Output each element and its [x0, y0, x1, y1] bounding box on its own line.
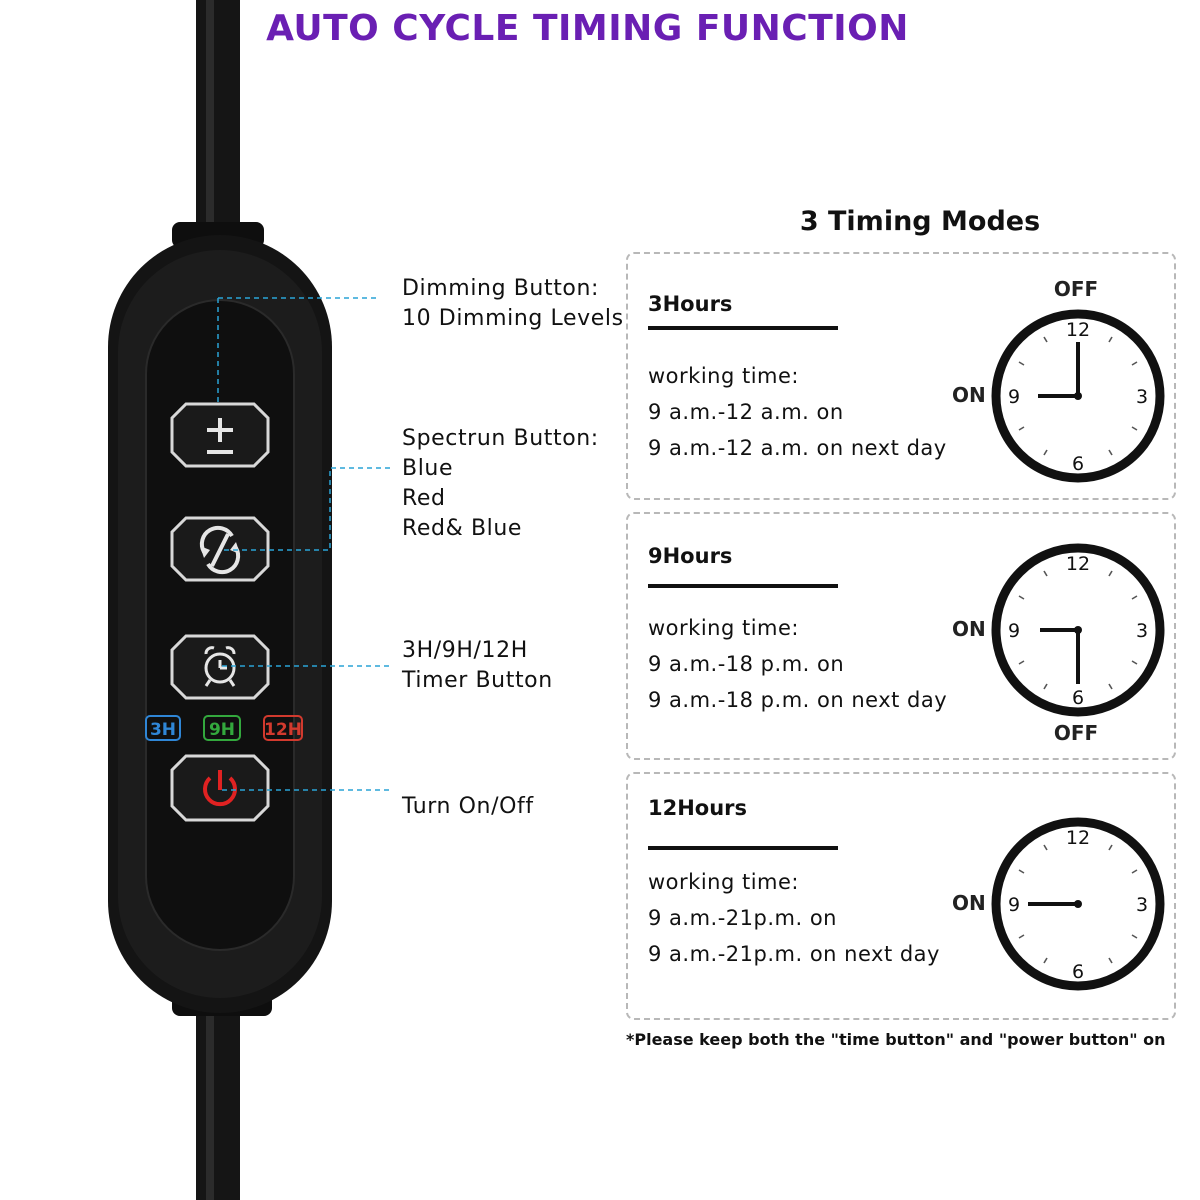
svg-text:3H: 3H — [150, 720, 176, 740]
svg-text:12: 12 — [1066, 553, 1090, 575]
modes-heading: 3 Timing Modes — [799, 206, 1041, 237]
svg-text:9: 9 — [1008, 620, 1020, 642]
svg-text:6: 6 — [1072, 687, 1084, 709]
svg-text:12: 12 — [1066, 827, 1090, 849]
mode-panel-12h: 12Hours working time: 9 a.m.-21p.m. on 9… — [626, 772, 1176, 1020]
callout-timer: 3H/9H/12H Timer Button — [402, 636, 553, 696]
footnote: *Please keep both the "time button" and … — [626, 1030, 1166, 1049]
cable-top — [196, 0, 240, 240]
callout-lines — [217, 297, 390, 791]
cycle-arrows-icon — [199, 525, 241, 575]
mode-title: 3Hours — [648, 292, 733, 316]
mode-line: 9 a.m.-21p.m. on — [648, 906, 837, 930]
spectrum-button[interactable] — [170, 516, 270, 582]
indicator-12h: 12H — [263, 715, 303, 741]
clock-icon: ON OFF 12 3 6 9 — [952, 543, 1165, 745]
svg-text:9H: 9H — [209, 720, 235, 740]
callout-spectrum: Spectrun Button: Blue Red Red& Blue — [402, 424, 599, 544]
clock-on-label: ON — [952, 617, 986, 641]
callout-dimming-line: Dimming Button: — [402, 276, 600, 301]
alarm-clock-icon — [204, 646, 236, 687]
mode-line: working time: — [648, 870, 799, 894]
mode-line: 9 a.m.-18 p.m. on next day — [648, 688, 948, 712]
controller-panel — [145, 299, 295, 951]
svg-text:12: 12 — [1066, 319, 1090, 341]
callout-spectrum-line: Blue — [402, 456, 454, 481]
callout-spectrum-line: Spectrun Button: — [402, 426, 599, 451]
callout-dimming: Dimming Button: 10 Dimming Levels — [402, 274, 624, 334]
mode-description: working time: 9 a.m.-12 a.m. on 9 a.m.-1… — [648, 358, 947, 466]
callout-line-spectrum — [224, 467, 390, 551]
clock-off-label: OFF — [1054, 721, 1098, 745]
indicator-3h: 3H — [145, 715, 181, 741]
power-icon — [203, 770, 237, 807]
callout-timer-line: 3H/9H/12H — [402, 638, 528, 663]
mode-line: 9 a.m.-18 p.m. on — [648, 652, 845, 676]
mode-title-rule — [648, 846, 838, 850]
mode-title: 9Hours — [648, 544, 733, 568]
svg-text:3: 3 — [1136, 894, 1148, 916]
mode-line: working time: — [648, 364, 799, 388]
dimming-button[interactable] — [170, 402, 270, 468]
cable-bottom — [196, 1000, 240, 1200]
mode-title: 12Hours — [648, 796, 748, 820]
callout-timer-line: Timer Button — [402, 668, 553, 693]
mode-description: working time: 9 a.m.-21p.m. on 9 a.m.-21… — [648, 864, 940, 972]
indicator-9h: 9H — [203, 715, 241, 741]
mode-line: 9 a.m.-21p.m. on next day — [648, 942, 940, 966]
plus-minus-icon — [207, 418, 233, 454]
mode-line: 9 a.m.-12 a.m. on next day — [648, 436, 947, 460]
clock-icon: OFF ON 12 3 6 9 — [952, 277, 1165, 483]
clock-off-label: OFF — [1054, 277, 1098, 301]
svg-text:3: 3 — [1136, 620, 1148, 642]
mode-title-rule — [648, 326, 838, 330]
power-button[interactable] — [170, 754, 270, 822]
clock-on-label: ON — [952, 891, 986, 915]
svg-text:12H: 12H — [264, 720, 302, 740]
svg-text:6: 6 — [1072, 453, 1084, 475]
timer-button[interactable] — [170, 634, 270, 700]
svg-text:9: 9 — [1008, 894, 1020, 916]
mode-line: 9 a.m.-12 a.m. on — [648, 400, 844, 424]
svg-text:6: 6 — [1072, 961, 1084, 983]
svg-text:9: 9 — [1008, 386, 1020, 408]
callout-power: Turn On/Off — [402, 792, 534, 822]
clock-icon: ON 12 3 6 9 — [952, 817, 1165, 991]
mode-line: working time: — [648, 616, 799, 640]
callout-spectrum-line: Red& Blue — [402, 516, 523, 541]
callout-dimming-line: 10 Dimming Levels — [402, 306, 624, 331]
mode-panel-9h: 9Hours working time: 9 a.m.-18 p.m. on 9… — [626, 512, 1176, 760]
mode-title-rule — [648, 584, 838, 588]
clock-on-label: ON — [952, 383, 986, 407]
svg-text:3: 3 — [1136, 386, 1148, 408]
mode-description: working time: 9 a.m.-18 p.m. on 9 a.m.-1… — [648, 610, 947, 718]
inline-controller: 3H 9H 12H — [108, 0, 390, 1200]
mode-panel-3h: 3Hours working time: 9 a.m.-12 a.m. on 9… — [626, 252, 1176, 500]
callout-spectrum-line: Red — [402, 486, 446, 511]
callout-power-line: Turn On/Off — [402, 794, 534, 819]
page-title: AUTO CYCLE TIMING FUNCTION — [266, 8, 909, 49]
